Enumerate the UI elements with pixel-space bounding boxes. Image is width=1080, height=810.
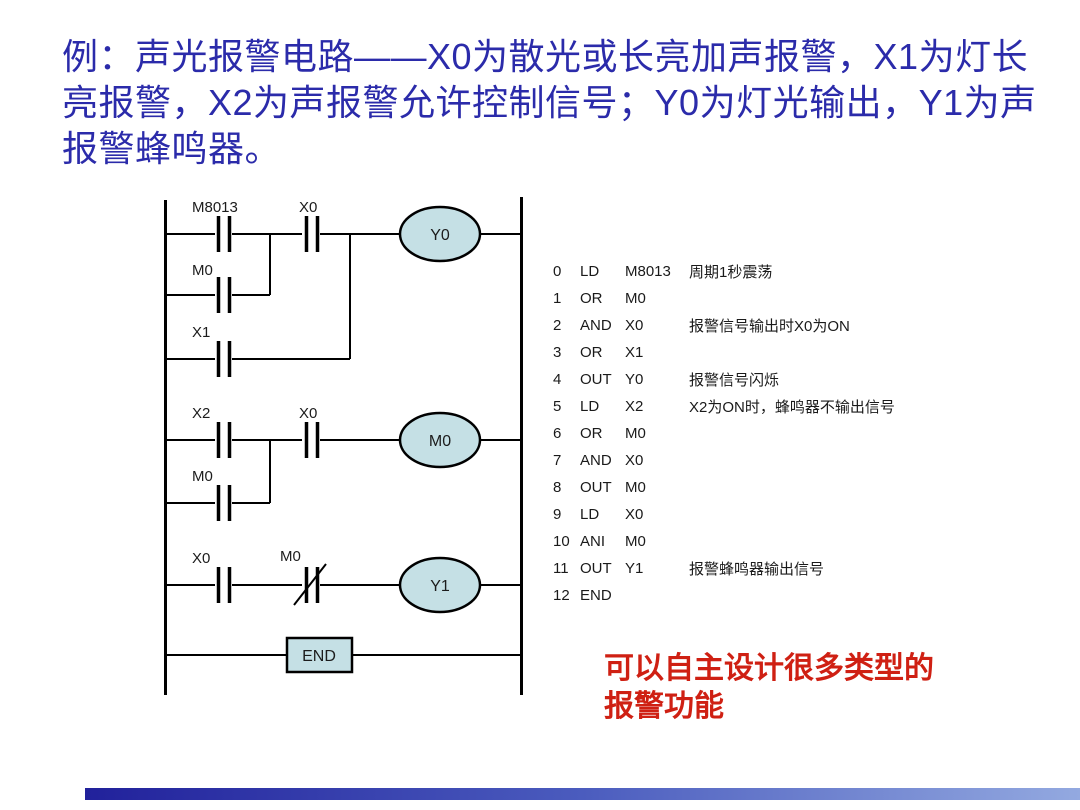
opcode: AND <box>580 452 612 469</box>
program-row: 8 OUT M0 <box>553 474 1033 501</box>
operand: Y0 <box>625 371 644 388</box>
step-number: 11 <box>553 560 569 577</box>
coil-label-y0: Y0 <box>430 227 450 244</box>
contact-m0-top-icon <box>216 277 232 313</box>
program-row: 1 OR M0 <box>553 285 1033 312</box>
end-block-label: END <box>302 648 336 665</box>
rung-2-wires <box>165 439 521 503</box>
step-number: 1 <box>553 290 562 307</box>
operand: X0 <box>625 506 644 523</box>
operand: M0 <box>625 479 646 496</box>
contact-label-x0-rung3: X0 <box>192 550 210 567</box>
contact-x0-rung3-icon <box>216 567 232 603</box>
opcode: OR <box>580 344 603 361</box>
coil-y0 <box>398 205 482 263</box>
step-number: 0 <box>553 263 562 280</box>
comment: 报警信号闪烁 <box>689 372 780 389</box>
program-row: 5 LD X2 X2为ON时，蜂鸣器不输出信号 <box>553 393 1033 420</box>
step-number: 12 <box>553 587 570 604</box>
comment: X2为ON时，蜂鸣器不输出信号 <box>689 399 895 416</box>
operand: X0 <box>625 452 644 469</box>
comment: 报警信号输出时X0为ON <box>689 318 850 335</box>
operand: M8013 <box>625 263 671 280</box>
operand: X1 <box>625 344 644 361</box>
opcode: LD <box>580 506 600 523</box>
program-row: 9 LD X0 <box>553 501 1033 528</box>
contact-x0-rung2-icon <box>304 422 320 458</box>
operand: X2 <box>625 398 644 415</box>
opcode: OR <box>580 290 603 307</box>
coil-label-m0: M0 <box>429 433 451 450</box>
program-row: 12 END <box>553 582 1033 609</box>
step-number: 7 <box>553 452 562 469</box>
title-line-1: 例：声光报警电路——X0为散光或长亮加声报警，X1为灯长 <box>62 36 1029 77</box>
step-number: 4 <box>553 371 562 388</box>
opcode: OUT <box>580 371 612 388</box>
coil-m0 <box>398 411 482 469</box>
title-line-2: 亮报警，X2为声报警允许控制信号；Y0为灯光输出，Y1为声 <box>62 82 1037 123</box>
step-number: 3 <box>553 344 562 361</box>
step-number: 10 <box>553 533 570 550</box>
title-line-3: 报警蜂鸣器。 <box>62 128 282 169</box>
program-row: 2 AND X0 报警信号输出时X0为ON <box>553 312 1033 339</box>
program-row: 3 OR X1 <box>553 339 1033 366</box>
opcode: OUT <box>580 560 612 577</box>
comment: 报警蜂鸣器输出信号 <box>689 561 825 578</box>
operand: M0 <box>625 290 646 307</box>
contact-m8013-icon <box>216 216 232 252</box>
step-number: 2 <box>553 317 562 334</box>
opcode: OUT <box>580 479 612 496</box>
contact-x1-icon <box>216 341 232 377</box>
operand: M0 <box>625 533 646 550</box>
design-note: 可以自主设计很多类型的 报警功能 <box>604 650 1024 726</box>
program-row: 4 OUT Y0 报警信号闪烁 <box>553 366 1033 393</box>
opcode: LD <box>580 263 600 280</box>
program-row: 6 OR M0 <box>553 420 1033 447</box>
contact-label-m8013: M8013 <box>192 199 238 216</box>
operand: Y1 <box>625 560 644 577</box>
program-row: 10 ANI M0 <box>553 528 1033 555</box>
step-number: 6 <box>553 425 562 442</box>
contact-label-m0-nc: M0 <box>280 548 301 565</box>
rung-1-wires <box>165 233 521 359</box>
note-line-1: 可以自主设计很多类型的 <box>604 652 934 685</box>
slide-title: 例：声光报警电路——X0为散光或长亮加声报警，X1为灯长 亮报警，X2为声报警允… <box>62 34 1037 172</box>
contact-label-x1: X1 <box>192 324 210 341</box>
contact-label-x0-rung1: X0 <box>299 199 317 216</box>
opcode: END <box>580 587 612 604</box>
comment: 周期1秒震荡 <box>689 264 773 281</box>
coil-label-y1: Y1 <box>430 578 450 595</box>
contact-label-m0-top: M0 <box>192 262 213 279</box>
contact-x2-icon <box>216 422 232 458</box>
end-block <box>285 636 354 674</box>
opcode: OR <box>580 425 603 442</box>
opcode: ANI <box>580 533 606 550</box>
operand: X0 <box>625 317 644 334</box>
contact-x0-rung1-icon <box>304 216 320 252</box>
note-line-2: 报警功能 <box>604 690 724 723</box>
contact-m0-nc-icon <box>293 563 327 606</box>
bottom-accent-bar <box>85 788 1080 800</box>
contact-m0-mid-icon <box>216 485 232 521</box>
ladder-diagram: M8013 X0 M0 X1 X2 X0 M0 X0 M0 Y0 M0 Y1 E… <box>164 197 523 695</box>
operand: M0 <box>625 425 646 442</box>
opcode: AND <box>580 317 612 334</box>
program-row: 11 OUT Y1 报警蜂鸣器输出信号 <box>553 555 1033 582</box>
coil-y1 <box>398 556 482 614</box>
program-row: 7 AND X0 <box>553 447 1033 474</box>
contact-label-x2: X2 <box>192 405 210 422</box>
step-number: 8 <box>553 479 562 496</box>
step-number: 5 <box>553 398 562 415</box>
contact-label-m0-mid: M0 <box>192 468 213 485</box>
program-row: 0 LD M8013 周期1秒震荡 <box>553 258 1033 285</box>
contact-label-x0-rung2: X0 <box>299 405 317 422</box>
opcode: LD <box>580 398 600 415</box>
step-number: 9 <box>553 506 562 523</box>
